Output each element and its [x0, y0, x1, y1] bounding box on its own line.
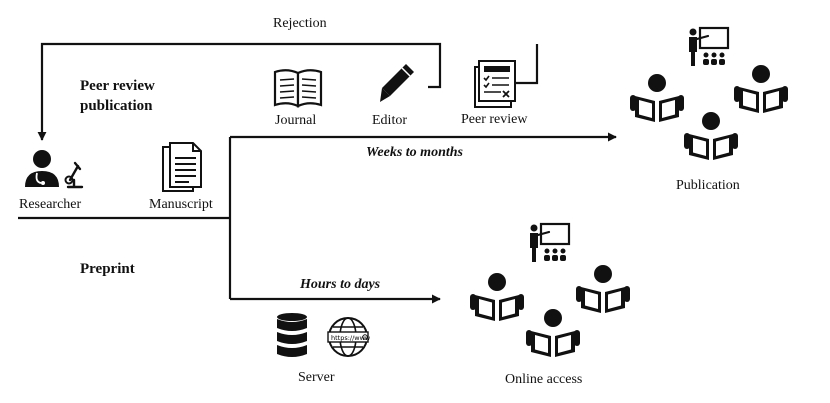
online-access-label: Online access [505, 372, 583, 387]
rejection-label: Rejection [273, 16, 327, 31]
review-checklist-icon [474, 60, 516, 108]
rejection-line-from-peer-review [512, 44, 539, 85]
peer-review-label: Peer review [461, 112, 528, 127]
reader-icon-online-1 [470, 273, 524, 321]
peer-review-publication-heading: Peer review publication [80, 78, 155, 114]
documents-icon [162, 142, 202, 192]
url-text: https://www [331, 334, 371, 342]
presenter-icon-publication [687, 26, 730, 68]
globe-www-icon: https://www [327, 317, 371, 357]
reader-icon-online-3 [526, 309, 580, 357]
doctor-microscope-icon [25, 150, 84, 189]
reader-icon-pub-2 [734, 65, 788, 113]
preprint-heading: Preprint [80, 261, 135, 277]
reader-icon-pub-3 [684, 112, 738, 160]
pencil-icon [380, 64, 414, 102]
weeks-to-months-label: Weeks to months [366, 145, 463, 160]
reader-icon-online-2 [576, 265, 630, 313]
journal-label: Journal [275, 113, 317, 128]
rejection-arrow [37, 42, 442, 141]
reader-icon-pub-1 [630, 74, 684, 122]
server-label: Server [298, 370, 335, 385]
manuscript-label: Manuscript [149, 197, 213, 212]
database-icon [277, 313, 307, 357]
editor-label: Editor [372, 113, 407, 128]
publication-label: Publication [676, 178, 740, 193]
presenter-icon-online [528, 222, 571, 264]
open-book-icon [273, 69, 323, 108]
researcher-label: Researcher [19, 197, 82, 212]
hours-to-days-label: Hours to days [300, 277, 381, 292]
